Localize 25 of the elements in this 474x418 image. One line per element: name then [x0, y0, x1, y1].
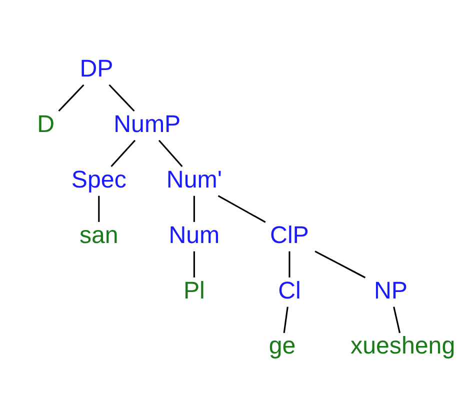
connector [110, 140, 136, 168]
node-text: NP [374, 277, 408, 304]
connector [58, 84, 84, 112]
node-text: san [79, 222, 118, 249]
connector [288, 251, 290, 278]
node-text: D [37, 110, 55, 138]
connector [193, 251, 195, 278]
node-text: DP [80, 55, 114, 82]
connector [193, 196, 195, 222]
node-text: NumP [114, 110, 181, 138]
connector [393, 306, 401, 334]
node-text: xuesheng [350, 332, 456, 360]
connector [158, 140, 183, 167]
connector [108, 84, 135, 112]
connector [98, 196, 100, 222]
node-text: Num [168, 222, 220, 249]
node-text: ClP [270, 222, 309, 249]
node-text: ge [268, 332, 296, 360]
connector [283, 306, 288, 334]
connector [314, 250, 366, 278]
node-text: Spec [71, 166, 126, 194]
node-text: Num' [166, 166, 222, 194]
node-text: Cl [278, 277, 301, 304]
connector [218, 195, 266, 223]
node-text: Pl [183, 277, 205, 304]
